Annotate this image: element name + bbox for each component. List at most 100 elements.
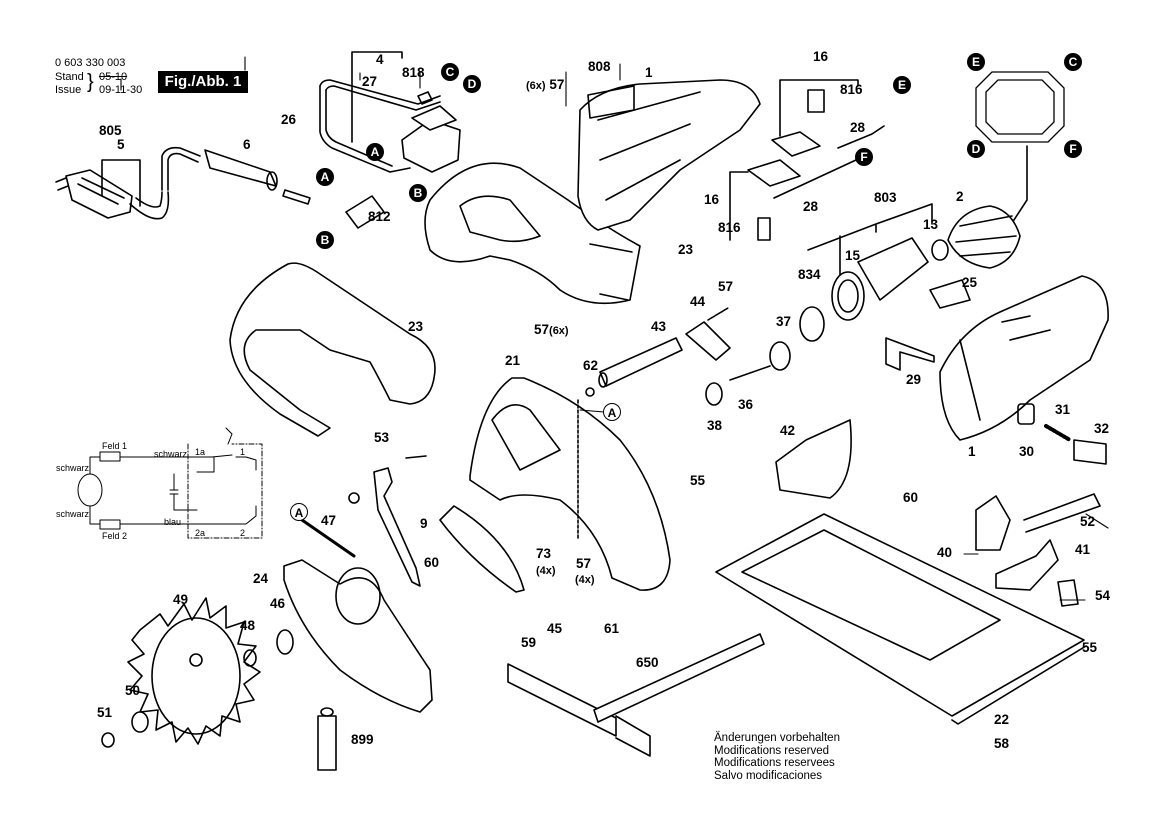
part-37: 37 bbox=[776, 314, 792, 329]
part-5: 5 bbox=[117, 137, 125, 152]
motor-housing bbox=[885, 275, 1109, 465]
part-60-left: 60 bbox=[424, 555, 440, 570]
part-57-guard-quantity: (4x) bbox=[575, 572, 595, 587]
power-cord-plug bbox=[55, 146, 311, 220]
wiring-field-1: Feld 1 bbox=[102, 441, 128, 451]
drawing-part-number: 0 603 330 003 bbox=[55, 57, 126, 69]
connector-e-stator: E bbox=[967, 53, 985, 71]
wiring-switch-wire-bottom: blau bbox=[164, 517, 182, 527]
part-808: 808 bbox=[588, 59, 611, 74]
wiring-terminal-1: 1 bbox=[240, 447, 246, 457]
issue-label: Issue bbox=[55, 84, 82, 96]
quantity: (6x) bbox=[549, 325, 569, 337]
switch-assembly bbox=[345, 91, 461, 229]
part-818: 818 bbox=[402, 65, 425, 80]
part-21: 21 bbox=[505, 353, 521, 368]
part-60-right: 60 bbox=[903, 490, 919, 505]
part-50: 50 bbox=[125, 683, 141, 698]
wiring-terminal-2a: 2a bbox=[195, 528, 206, 538]
note-de: Änderungen vorbehalten bbox=[714, 732, 840, 744]
part-30: 30 bbox=[1019, 444, 1035, 459]
part-48: 48 bbox=[240, 618, 256, 633]
part-816-top: 816 bbox=[840, 82, 863, 97]
parallel-guide bbox=[507, 633, 765, 757]
part-29: 29 bbox=[906, 372, 922, 387]
part-6: 6 bbox=[243, 137, 251, 152]
note-fr: Modifications reservees bbox=[714, 757, 835, 769]
part-57-top: (6x) 57 bbox=[526, 78, 564, 93]
part-51: 51 bbox=[97, 705, 113, 720]
reference-a-spring: A bbox=[290, 503, 308, 521]
part-13: 13 bbox=[923, 217, 939, 232]
lower-guard-parts bbox=[300, 455, 525, 593]
part-54: 54 bbox=[1095, 588, 1111, 603]
part-15: 15 bbox=[845, 248, 861, 263]
connector-b-switch: B bbox=[409, 184, 427, 202]
part-36: 36 bbox=[738, 397, 754, 412]
connector-e-brush: E bbox=[893, 76, 911, 94]
part-number: 57 bbox=[549, 77, 565, 92]
part-42: 42 bbox=[780, 423, 796, 438]
connector-a-cord: A bbox=[316, 168, 334, 186]
part-26: 26 bbox=[281, 112, 297, 127]
part-16-top: 16 bbox=[813, 49, 829, 64]
part-55-left: 55 bbox=[690, 473, 706, 488]
part-22: 22 bbox=[994, 712, 1010, 727]
stand-label: Stand bbox=[55, 71, 84, 83]
wiring-motor-wire-top: schwarz bbox=[56, 463, 90, 473]
connector-f-stator: F bbox=[1064, 140, 1082, 158]
part-803: 803 bbox=[874, 190, 897, 205]
lower-guard bbox=[283, 559, 433, 713]
leader-lines bbox=[120, 56, 1109, 601]
part-58: 58 bbox=[994, 736, 1010, 751]
motor-housing-top bbox=[577, 79, 761, 231]
part-23-left: 23 bbox=[408, 319, 424, 334]
quantity: (6x) bbox=[526, 80, 546, 92]
connector-d-stator: D bbox=[967, 140, 985, 158]
part-57-right: 57 bbox=[718, 279, 734, 294]
part-9: 9 bbox=[420, 516, 428, 531]
saw-blade bbox=[101, 597, 294, 748]
part-52: 52 bbox=[1080, 514, 1096, 529]
brace-symbol: } bbox=[87, 71, 94, 93]
part-73: 73 bbox=[536, 546, 552, 561]
wiring-field-2: Feld 2 bbox=[102, 531, 128, 541]
connector-f-brush: F bbox=[855, 148, 873, 166]
handle-housing-upper bbox=[424, 162, 641, 305]
quantity: (4x) bbox=[536, 565, 556, 577]
connector-a-switch: A bbox=[366, 143, 384, 161]
part-1-motor: 1 bbox=[968, 444, 976, 459]
handle-lever bbox=[229, 262, 436, 437]
issue-value: 09-11-30 bbox=[99, 84, 143, 96]
part-62: 62 bbox=[583, 358, 599, 373]
blade-guard bbox=[469, 377, 671, 591]
part-46: 46 bbox=[270, 596, 286, 611]
part-1-top: 1 bbox=[645, 65, 653, 80]
wiring-motor-wire-bottom: schwarz bbox=[56, 509, 90, 519]
part-31: 31 bbox=[1055, 402, 1071, 417]
part-805: 805 bbox=[99, 123, 122, 138]
part-57-mid: 57(6x) bbox=[534, 323, 569, 338]
part-45: 45 bbox=[547, 621, 563, 636]
part-899: 899 bbox=[351, 732, 374, 747]
note-es: Salvo modificaciones bbox=[714, 769, 823, 782]
stator-connector-ring bbox=[975, 71, 1065, 227]
part-40: 40 bbox=[937, 545, 953, 560]
part-650: 650 bbox=[636, 655, 659, 670]
connector-b-cord: B bbox=[316, 231, 334, 249]
wiring-switch-wire-top: schwarz bbox=[154, 449, 188, 459]
part-61: 61 bbox=[604, 621, 620, 636]
part-28-top: 28 bbox=[850, 120, 866, 135]
part-59: 59 bbox=[521, 635, 537, 650]
wiring-terminal-2: 2 bbox=[240, 528, 246, 538]
part-53: 53 bbox=[374, 430, 390, 445]
part-43: 43 bbox=[651, 319, 667, 334]
pivot-parts bbox=[585, 307, 791, 406]
connector-c-switch: C bbox=[441, 63, 459, 81]
part-27: 27 bbox=[362, 74, 378, 89]
part-73-quantity: (4x) bbox=[536, 563, 556, 578]
part-25: 25 bbox=[962, 275, 978, 290]
note-en: Modifications reserved bbox=[714, 744, 830, 757]
part-55-right: 55 bbox=[1082, 640, 1098, 655]
